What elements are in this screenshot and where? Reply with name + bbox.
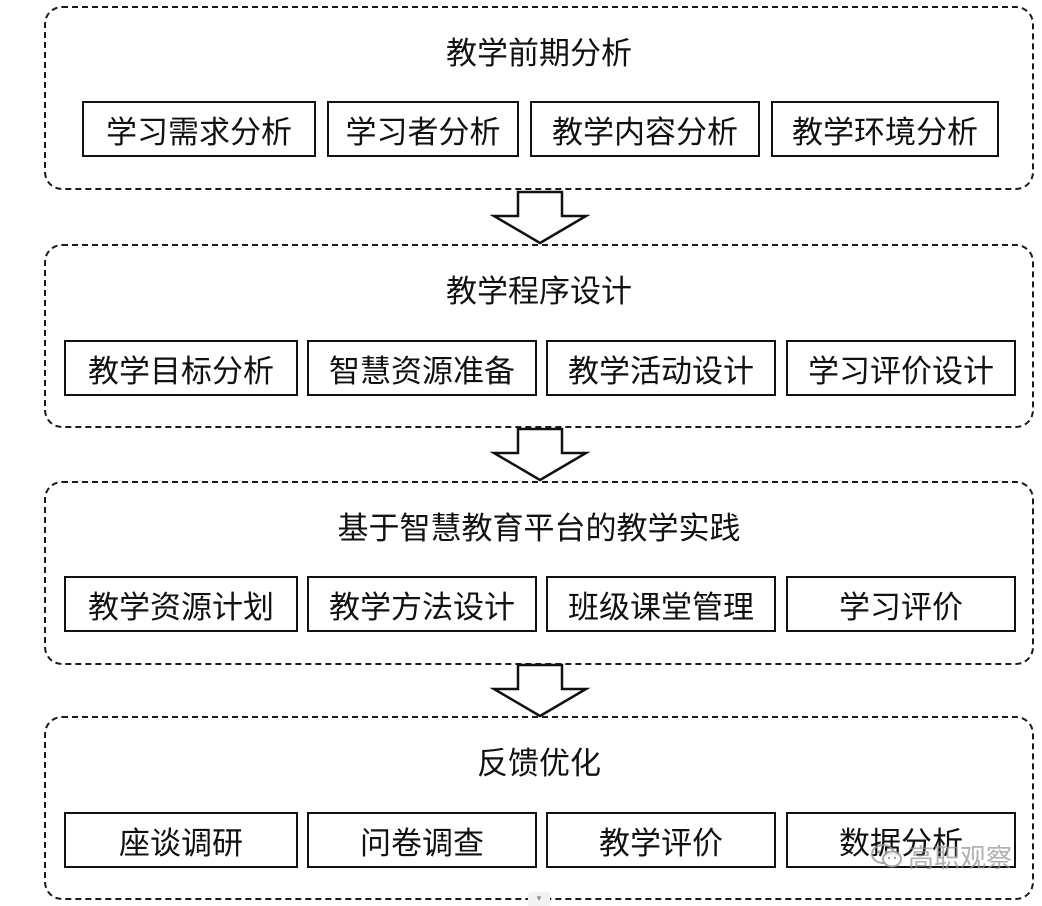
watermark-text: 高职观察	[908, 843, 1013, 874]
stage-title: 基于智慧教育平台的教学实践	[337, 511, 741, 547]
step-box: 学习者分析	[327, 101, 519, 157]
step-box: 问卷调查	[307, 812, 537, 868]
step-box: 教学内容分析	[530, 101, 760, 157]
step-box: 智慧资源准备	[307, 340, 537, 396]
step-box: 学习需求分析	[82, 101, 316, 157]
step-box: 教学目标分析	[64, 340, 298, 396]
down-arrow-icon	[490, 663, 590, 718]
scroll-down-hint[interactable]: ▾	[528, 892, 550, 906]
step-box: 教学方法设计	[307, 576, 537, 632]
stage-platform-practice: 基于智慧教育平台的教学实践	[44, 481, 1034, 665]
stage-program-design: 教学程序设计	[44, 244, 1034, 428]
step-box: 学习评价设计	[786, 340, 1016, 396]
stage-pre-analysis: 教学前期分析	[44, 6, 1034, 190]
stage-title: 反馈优化	[477, 746, 601, 782]
step-box: 学习评价	[786, 576, 1016, 632]
down-arrow-icon	[490, 427, 590, 482]
step-box: 班级课堂管理	[546, 576, 776, 632]
chevron-down-icon: ▾	[536, 894, 542, 904]
step-box: 教学资源计划	[64, 576, 298, 632]
step-box: 教学环境分析	[771, 101, 999, 157]
watermark: 高职观察	[870, 838, 1012, 874]
stage-title: 教学前期分析	[446, 36, 632, 72]
stage-title: 教学程序设计	[446, 274, 632, 310]
wechat-icon	[871, 844, 902, 868]
step-box: 教学评价	[546, 812, 776, 868]
down-arrow-icon	[490, 190, 590, 245]
step-box: 教学活动设计	[546, 340, 776, 396]
step-box: 座谈调研	[64, 812, 298, 868]
